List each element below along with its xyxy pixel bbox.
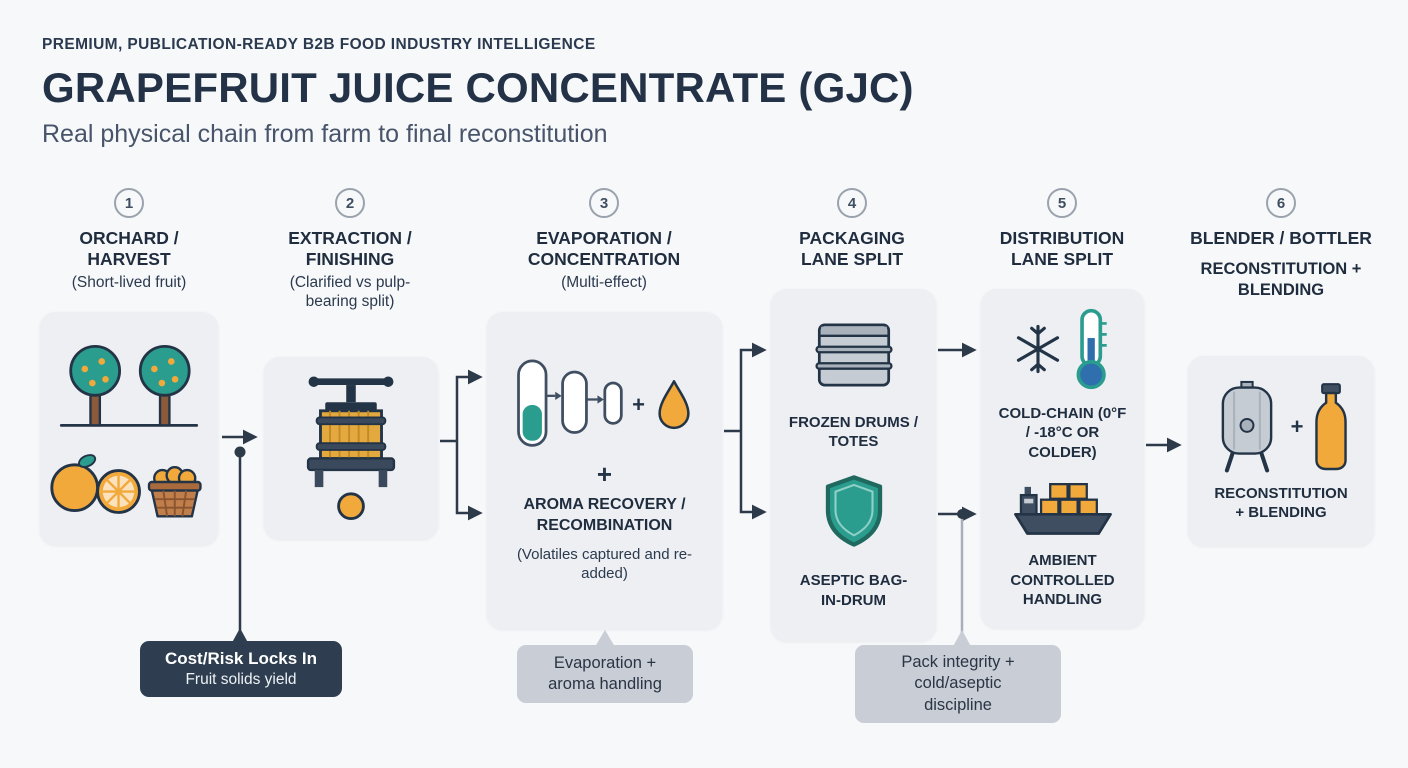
header: PREMIUM, PUBLICATION-READY B2B FOOD INDU… [42,36,914,149]
fruit-basket-icon [147,465,202,517]
cold-chain-icon-row [1011,307,1114,391]
step-title: EXTRACTION / FINISHING [288,228,412,270]
step-number-badge: 6 [1266,188,1296,218]
connector-dot [234,446,246,458]
step-title: DISTRIBUTION LANE SPLIT [999,228,1125,270]
step-title: BLENDER / BOTTLER [1190,228,1372,248]
thermometer-icon [1076,309,1107,390]
lane-top-label: FROZEN DRUMS / TOTES [788,413,919,451]
blending-tank-icon [1221,380,1272,472]
snowflake-icon [1016,325,1060,374]
callout-evaporation: Evaporation + aroma handling [517,645,693,703]
step-number-badge: 3 [589,188,619,218]
reconstitution-icon-row: + [1210,380,1353,474]
lane-bottom-label: ASEPTIC BAG-IN-DRUM [799,572,908,609]
step-note: (Multi-effect) [561,273,647,291]
cargo-ship-icon [1013,482,1112,535]
page-title: GRAPEFRUIT JUICE CONCENTRATE (GJC) [42,64,914,111]
callout-pack-integrity: Pack integrity + cold/aseptic discipline [855,645,1061,723]
step-header-2: 2 EXTRACTION / FINISHING (Clarified vs p… [250,188,450,312]
connector-dot [957,509,967,519]
grapefruit-half-icon [96,468,141,514]
callout-body: Evaporation + aroma handling [548,653,662,693]
card-blender-bottler: + RECONSTITUTION + BLENDING [1188,356,1374,546]
aroma-title: AROMA RECOVERY / RECOMBINATION [523,496,686,534]
card-packaging-lane-split: FROZEN DRUMS / TOTES ASEPTIC BAG-IN-DRUM [771,289,936,641]
plus-divider: + [596,459,613,490]
aroma-note: (Volatiles captured and re-added) [516,545,693,583]
plus-icon: + [632,392,645,418]
grapefruit-icon [50,453,99,512]
card-orchard-harvest [40,312,218,545]
step-note: (Short-lived fruit) [71,273,187,291]
callout-body: Pack integrity + cold/aseptic discipline [901,652,1015,714]
step-header-4: 4 PACKAGING LANE SPLIT [752,188,952,271]
step-note: (Clarified vs pulp-bearing split) [289,273,411,310]
callout-title: Cost/Risk Locks In [164,649,318,668]
step-header-5: 5 DISTRIBUTION LANE SPLIT [957,188,1167,271]
step-title: PACKAGING LANE SPLIT [799,228,905,270]
evaporation-icon-row: + [513,357,696,453]
multi-effect-evaporator-icon [517,359,623,447]
grapefruit-basket-icons [50,453,202,517]
fork-3-to-4-bottom [739,431,767,520]
grapefruit-trees-icon [59,344,199,427]
juice-droplet-icon [658,380,690,430]
card-evaporation-concentration: + + AROMA RECOVERY / RECOMBINATION (Vola… [487,312,722,629]
fork-3-to-4-top [739,342,767,431]
step-title: EVAPORATION / CONCENTRATION [527,228,681,270]
card-extraction-finishing [264,357,438,539]
step-note-bold: RECONSTITUTION + BLENDING [1200,260,1362,299]
aseptic-shield-icon [825,475,882,548]
eyebrow-text: PREMIUM, PUBLICATION-READY B2B FOOD INDU… [42,36,596,53]
plus-icon: + [1290,413,1304,439]
callout-body: Fruit solids yield [185,671,297,688]
frozen-drum-icon [814,323,893,387]
step-header-6: 6 BLENDER / BOTTLER RECONSTITUTION + BLE… [1166,188,1396,301]
step-number-badge: 2 [335,188,365,218]
step-header-3: 3 EVAPORATION / CONCENTRATION (Multi-eff… [489,188,719,293]
card-distribution-lane-split: COLD-CHAIN (0°F / -18°C OR COLDER) AMBIE… [981,289,1144,628]
step-header-1: 1 ORCHARD / HARVEST (Short-lived fruit) [29,188,229,293]
step-number-badge: 1 [114,188,144,218]
page-subtitle: Real physical chain from farm to final r… [42,120,608,148]
step-number-badge: 5 [1047,188,1077,218]
fork-2-to-3-bottom [455,441,483,521]
step-number-badge: 4 [837,188,867,218]
callout-cost-risk: Cost/Risk Locks In Fruit solids yield [140,641,342,697]
juice-bottle-icon [1315,382,1348,470]
card-label: RECONSTITUTION + BLENDING [1214,484,1348,522]
fruit-press-icon [306,376,396,521]
lane-bottom-label: AMBIENT CONTROLLED HANDLING [1010,552,1115,609]
lane-top-label: COLD-CHAIN (0°F / -18°C OR COLDER) [998,404,1127,461]
step-title: ORCHARD / HARVEST [79,228,179,270]
fork-2-to-3-top [455,369,483,441]
